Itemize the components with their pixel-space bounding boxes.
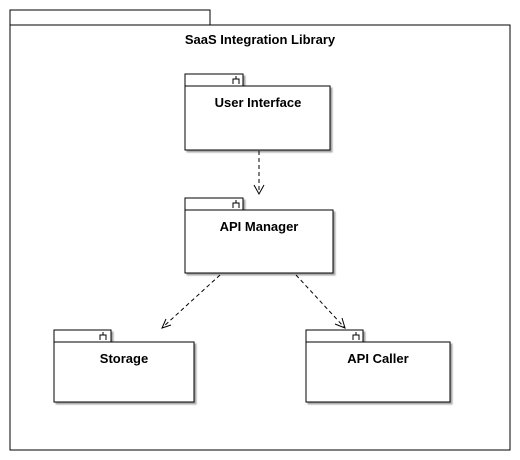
- package-label: API Manager: [220, 219, 299, 234]
- package-user-interface[interactable]: User Interface: [184, 73, 331, 151]
- package-label: Storage: [100, 351, 148, 366]
- container-tab: [9, 9, 211, 26]
- dependency-ui-to-api-manager[interactable]: [253, 151, 265, 196]
- package-storage[interactable]: Storage: [53, 329, 195, 403]
- dependency-api-manager-to-api-caller[interactable]: [295, 274, 346, 329]
- package-icon: [99, 332, 107, 340]
- package-icon: [232, 76, 240, 84]
- container-title: SaaS Integration Library: [185, 32, 336, 47]
- dependency-api-manager-to-storage[interactable]: [161, 274, 221, 329]
- package-icon: [352, 332, 360, 340]
- package-icon: [232, 200, 240, 208]
- package-label: API Caller: [347, 351, 408, 366]
- package-api-manager[interactable]: API Manager: [184, 197, 334, 274]
- package-api-caller[interactable]: API Caller: [305, 329, 451, 403]
- package-label: User Interface: [215, 95, 302, 110]
